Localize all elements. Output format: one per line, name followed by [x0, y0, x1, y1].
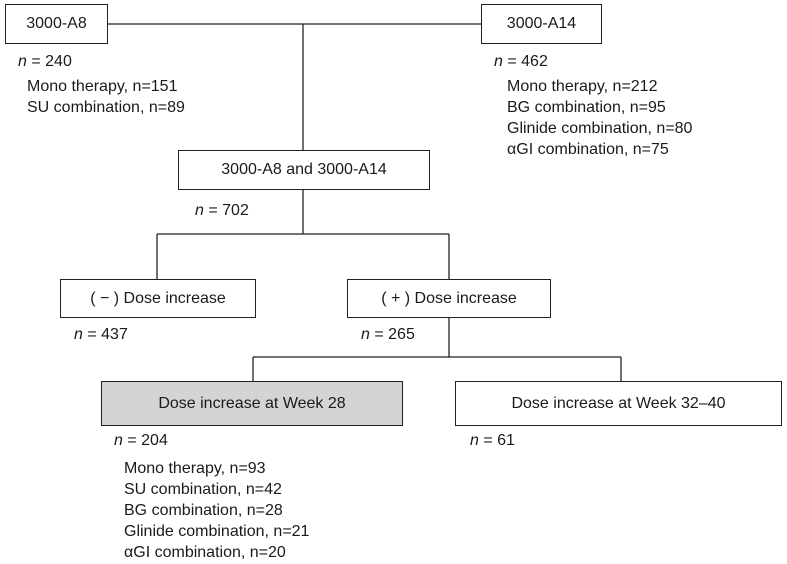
breakdown-3000-a14: Mono therapy, n=212 BG combination, n=95… [507, 76, 692, 160]
count-combined: n = 702 [195, 202, 249, 220]
n-symbol: n [470, 432, 479, 449]
box-dose-increase-week28: Dose increase at Week 28 [101, 381, 403, 426]
list-item: BG combination, n=95 [507, 99, 666, 116]
list-item: SU combination, n=42 [124, 481, 282, 498]
breakdown-3000-a8: Mono therapy, n=151 SU combination, n=89 [27, 76, 185, 118]
n-symbol: n [114, 432, 123, 449]
n-symbol: n [494, 53, 503, 70]
list-item: SU combination, n=89 [27, 99, 185, 116]
box-combined: 3000-A8 and 3000-A14 [178, 150, 430, 190]
n-symbol: n [74, 326, 83, 343]
list-item: αGI combination, n=20 [124, 544, 286, 561]
box-3000-a8: 3000-A8 [5, 4, 108, 44]
box-dose-increase: ( + ) Dose increase [347, 279, 551, 318]
count-value: = 702 [208, 202, 249, 219]
n-symbol: n [195, 202, 204, 219]
list-item: Mono therapy, n=212 [507, 78, 658, 95]
breakdown-week28: Mono therapy, n=93 SU combination, n=42 … [124, 458, 309, 563]
count-week32-40: n = 61 [470, 432, 515, 450]
box-3000-a14-label: 3000-A14 [506, 15, 577, 32]
count-value: = 204 [127, 432, 168, 449]
list-item: Mono therapy, n=93 [124, 460, 266, 477]
list-item: BG combination, n=28 [124, 502, 283, 519]
n-symbol: n [361, 326, 370, 343]
count-value: = 462 [507, 53, 548, 70]
count-value: = 437 [87, 326, 128, 343]
count-no-dose-increase: n = 437 [74, 326, 128, 344]
box-combined-label: 3000-A8 and 3000-A14 [221, 161, 387, 178]
box-no-dose-increase-label: ( − ) Dose increase [90, 289, 226, 307]
list-item: Glinide combination, n=21 [124, 523, 310, 540]
box-no-dose-increase: ( − ) Dose increase [60, 279, 256, 318]
count-value: = 61 [483, 432, 515, 449]
count-value: = 240 [31, 53, 72, 70]
box-3000-a14: 3000-A14 [481, 4, 602, 44]
list-item: Mono therapy, n=151 [27, 78, 178, 95]
box-dose-increase-week32-40: Dose increase at Week 32–40 [455, 381, 782, 426]
box-3000-a8-label: 3000-A8 [26, 15, 87, 32]
list-item: αGI combination, n=75 [507, 141, 669, 158]
box-dose-increase-week28-label: Dose increase at Week 28 [158, 394, 346, 412]
n-symbol: n [18, 53, 27, 70]
box-dose-increase-label: ( + ) Dose increase [381, 289, 517, 307]
count-value: = 265 [374, 326, 415, 343]
list-item: Glinide combination, n=80 [507, 120, 693, 137]
box-dose-increase-week32-40-label: Dose increase at Week 32–40 [511, 394, 726, 412]
count-dose-increase: n = 265 [361, 326, 415, 344]
count-week28: n = 204 [114, 432, 168, 450]
count-3000-a8: n = 240 [18, 53, 72, 71]
count-3000-a14: n = 462 [494, 53, 548, 71]
